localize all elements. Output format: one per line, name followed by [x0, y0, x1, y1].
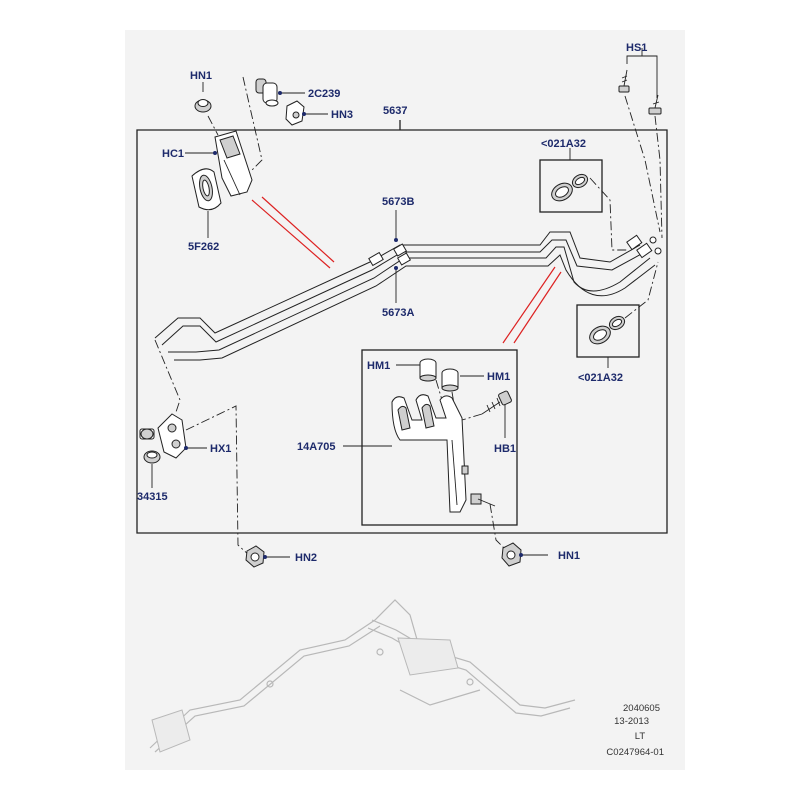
dashed-hs1-a	[624, 95, 661, 233]
nut-hn1-top	[194, 99, 212, 113]
leader-dot-hn2	[263, 555, 267, 559]
leader-dot-hn3	[302, 112, 306, 116]
label-021a32-top: <021A32	[541, 138, 586, 150]
dashed-seal-top	[589, 177, 628, 251]
bolt-hb1	[481, 390, 512, 415]
bushing-hm1-left	[419, 358, 437, 382]
stud-bottom	[470, 493, 496, 507]
part-34315	[143, 450, 161, 464]
screw-hs1-a	[618, 69, 630, 93]
label-021a32-bottom: <021A32	[578, 372, 623, 384]
label-5f262: 5F262	[188, 241, 219, 253]
footer-line-4: C0247964-01	[606, 747, 664, 758]
label-hn2: HN2	[295, 552, 317, 564]
label-hm1-left: HM1	[367, 360, 390, 372]
footer-line-2: 13-2013	[614, 716, 649, 727]
screw-hs1-b	[648, 94, 662, 115]
label-34315: 34315	[137, 491, 168, 503]
fitting-2c239	[255, 78, 279, 107]
footer-line-1: 2040605	[623, 703, 660, 714]
highlight-lines-right	[502, 266, 562, 344]
dashed-fitting-path	[242, 76, 263, 171]
label-hn1-bottom: HN1	[558, 550, 580, 562]
dashed-hm1-left	[435, 379, 443, 401]
nut-hn1-bottom	[501, 542, 522, 567]
label-hc1: HC1	[162, 148, 184, 160]
label-5673a: 5673A	[382, 307, 414, 319]
label-5673b: 5673B	[382, 196, 414, 208]
bracket-hx1	[139, 413, 187, 459]
brake-pipes	[154, 231, 662, 361]
nut-hn2	[245, 545, 265, 568]
label-14a705: 14A705	[297, 441, 336, 453]
leader-dot-hc1	[213, 151, 217, 155]
footer-line-3: LT	[635, 731, 646, 742]
leader-dot-5673b	[394, 238, 398, 242]
label-hs1: HS1	[626, 42, 647, 54]
grommet-5f262	[191, 168, 222, 211]
bracket-detail-box	[361, 349, 518, 526]
leader-dot-hx1	[184, 446, 188, 450]
dashed-seal-bottom	[624, 261, 659, 319]
label-hn3: HN3	[331, 109, 353, 121]
vehicle-context-ghost	[149, 599, 576, 753]
label-hm1-right: HM1	[487, 371, 510, 383]
bushing-hm1-right	[441, 368, 459, 392]
seal-kit-021a32-bottom	[576, 304, 640, 358]
bracket-14a705	[391, 394, 469, 513]
clip-hn3	[285, 100, 305, 126]
dashed-hx1-to-hn2	[185, 405, 251, 557]
highlight-lines-left	[251, 196, 335, 269]
seal-kit-021a32-top	[539, 159, 603, 213]
label-hx1: HX1	[210, 443, 231, 455]
leader-dot-5673a	[394, 266, 398, 270]
dashed-hb1	[461, 413, 483, 421]
label-2c239: 2C239	[308, 88, 340, 100]
assembly-5637-frame	[136, 120, 668, 534]
label-hn1-top: HN1	[190, 70, 212, 82]
leader-dot-hn1-bottom	[519, 553, 523, 557]
dashed-pipe-to-hx1	[154, 339, 181, 413]
dashed-hm1-right	[451, 391, 456, 411]
dashed-hn1-to-hc1	[207, 115, 219, 136]
footer-reference: 2040605 13-2013 LT C0247964-01	[606, 703, 664, 758]
label-5637: 5637	[383, 105, 407, 117]
label-hb1: HB1	[494, 443, 516, 455]
dashed-stud-to-hn1	[489, 503, 505, 549]
clamp-hc1	[214, 130, 253, 197]
leader-dot-2c239	[278, 91, 282, 95]
